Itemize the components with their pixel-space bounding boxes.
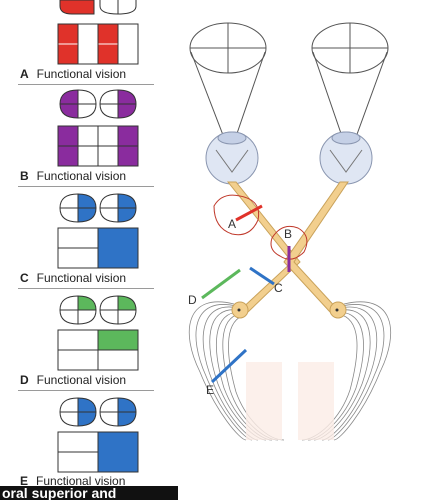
lesion-c-label: C xyxy=(274,281,283,295)
lesion-b-label: B xyxy=(284,227,292,241)
panel-e-text: Functional vision xyxy=(36,474,126,488)
panel-d-eyes xyxy=(59,295,137,325)
lesion-b-outline xyxy=(270,225,308,260)
lesion-a-outline xyxy=(213,194,260,236)
occipital-cortex xyxy=(246,362,334,440)
panel-d-field xyxy=(57,329,139,371)
panel-e-field xyxy=(57,431,139,473)
panel-a-field xyxy=(57,23,139,65)
panel-d-label: D Functional vision xyxy=(20,373,126,387)
panel-c-letter: C xyxy=(20,271,29,285)
panel-a-text: Functional vision xyxy=(36,67,127,81)
panel-c-field xyxy=(57,227,139,269)
panel-e-eyes xyxy=(59,397,137,427)
panel-b-field xyxy=(57,125,139,167)
lesion-a-line xyxy=(235,204,263,222)
panel-b-letter: B xyxy=(20,169,29,183)
optic-pathway xyxy=(226,181,349,319)
panel-c-divider xyxy=(18,288,154,289)
left-eyeball xyxy=(205,131,259,185)
panel-c-eyes xyxy=(59,193,137,223)
panel-d-divider xyxy=(18,390,154,391)
lesion-c-line xyxy=(249,266,275,286)
right-eye-field-cone xyxy=(311,22,389,149)
panel-c-label: C Functional vision xyxy=(20,271,126,285)
right-eyeball xyxy=(319,131,373,185)
panel-b-label: B Functional vision xyxy=(20,169,126,183)
lesion-a-label: A xyxy=(228,217,236,231)
panel-a-eyes xyxy=(59,0,137,15)
left-eye-field-cone xyxy=(189,22,267,149)
panel-d-text: Functional vision xyxy=(36,373,127,387)
panel-b-divider xyxy=(18,186,154,187)
panel-e-label: E Functional vision xyxy=(20,474,125,488)
lesion-e-line xyxy=(210,348,248,384)
panel-b-text: Functional vision xyxy=(36,169,127,183)
bottom-caption: oral superior and xyxy=(0,486,178,500)
panel-d-letter: D xyxy=(20,373,29,387)
panel-b-eyes xyxy=(59,89,137,119)
lesion-d-label: D xyxy=(188,293,197,307)
panel-c-text: Functional vision xyxy=(36,271,127,285)
panel-a-label: A Functional vision xyxy=(20,67,126,81)
lesion-d-line xyxy=(201,268,241,300)
lesion-e-label: E xyxy=(206,383,214,397)
panel-e-letter: E xyxy=(20,474,29,488)
panel-a-divider xyxy=(18,84,154,85)
panel-a-letter: A xyxy=(20,67,29,81)
